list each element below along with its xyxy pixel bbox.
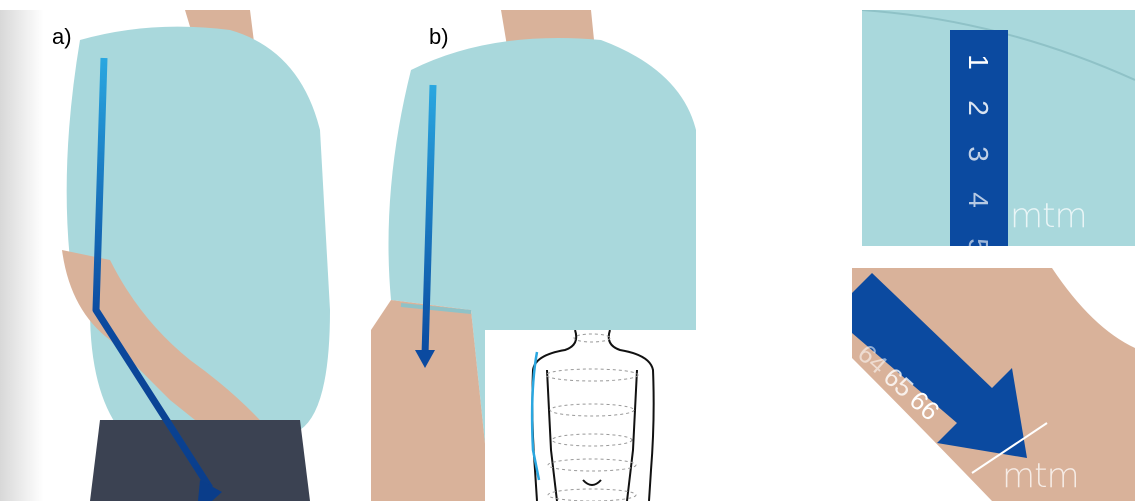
body-diagram-inset xyxy=(485,330,696,501)
panel-a-label: a) xyxy=(52,24,72,50)
panel-a: a) xyxy=(0,10,362,501)
brand-logo-top: mtm xyxy=(1010,196,1087,236)
tape-number: 2 xyxy=(962,100,994,116)
tape-number: 1 xyxy=(962,54,994,70)
sleeve-measure-line xyxy=(532,352,539,480)
tape-number: 3 xyxy=(962,146,994,162)
tape-closeup-top: 1 2 3 4 5 mtm xyxy=(862,10,1135,246)
tape-number: 4 xyxy=(962,192,994,208)
panel-b-label: b) xyxy=(429,24,449,50)
tape-numbers-top: 1 2 3 4 5 xyxy=(958,46,998,246)
tape-closeup-bottom: 64 65 66 mtm xyxy=(852,268,1135,501)
tape-number: 5 xyxy=(962,238,994,246)
brand-logo-bottom: mtm xyxy=(1002,456,1079,496)
panel-a-illustration xyxy=(0,10,362,501)
body-outline-icon xyxy=(485,330,696,501)
